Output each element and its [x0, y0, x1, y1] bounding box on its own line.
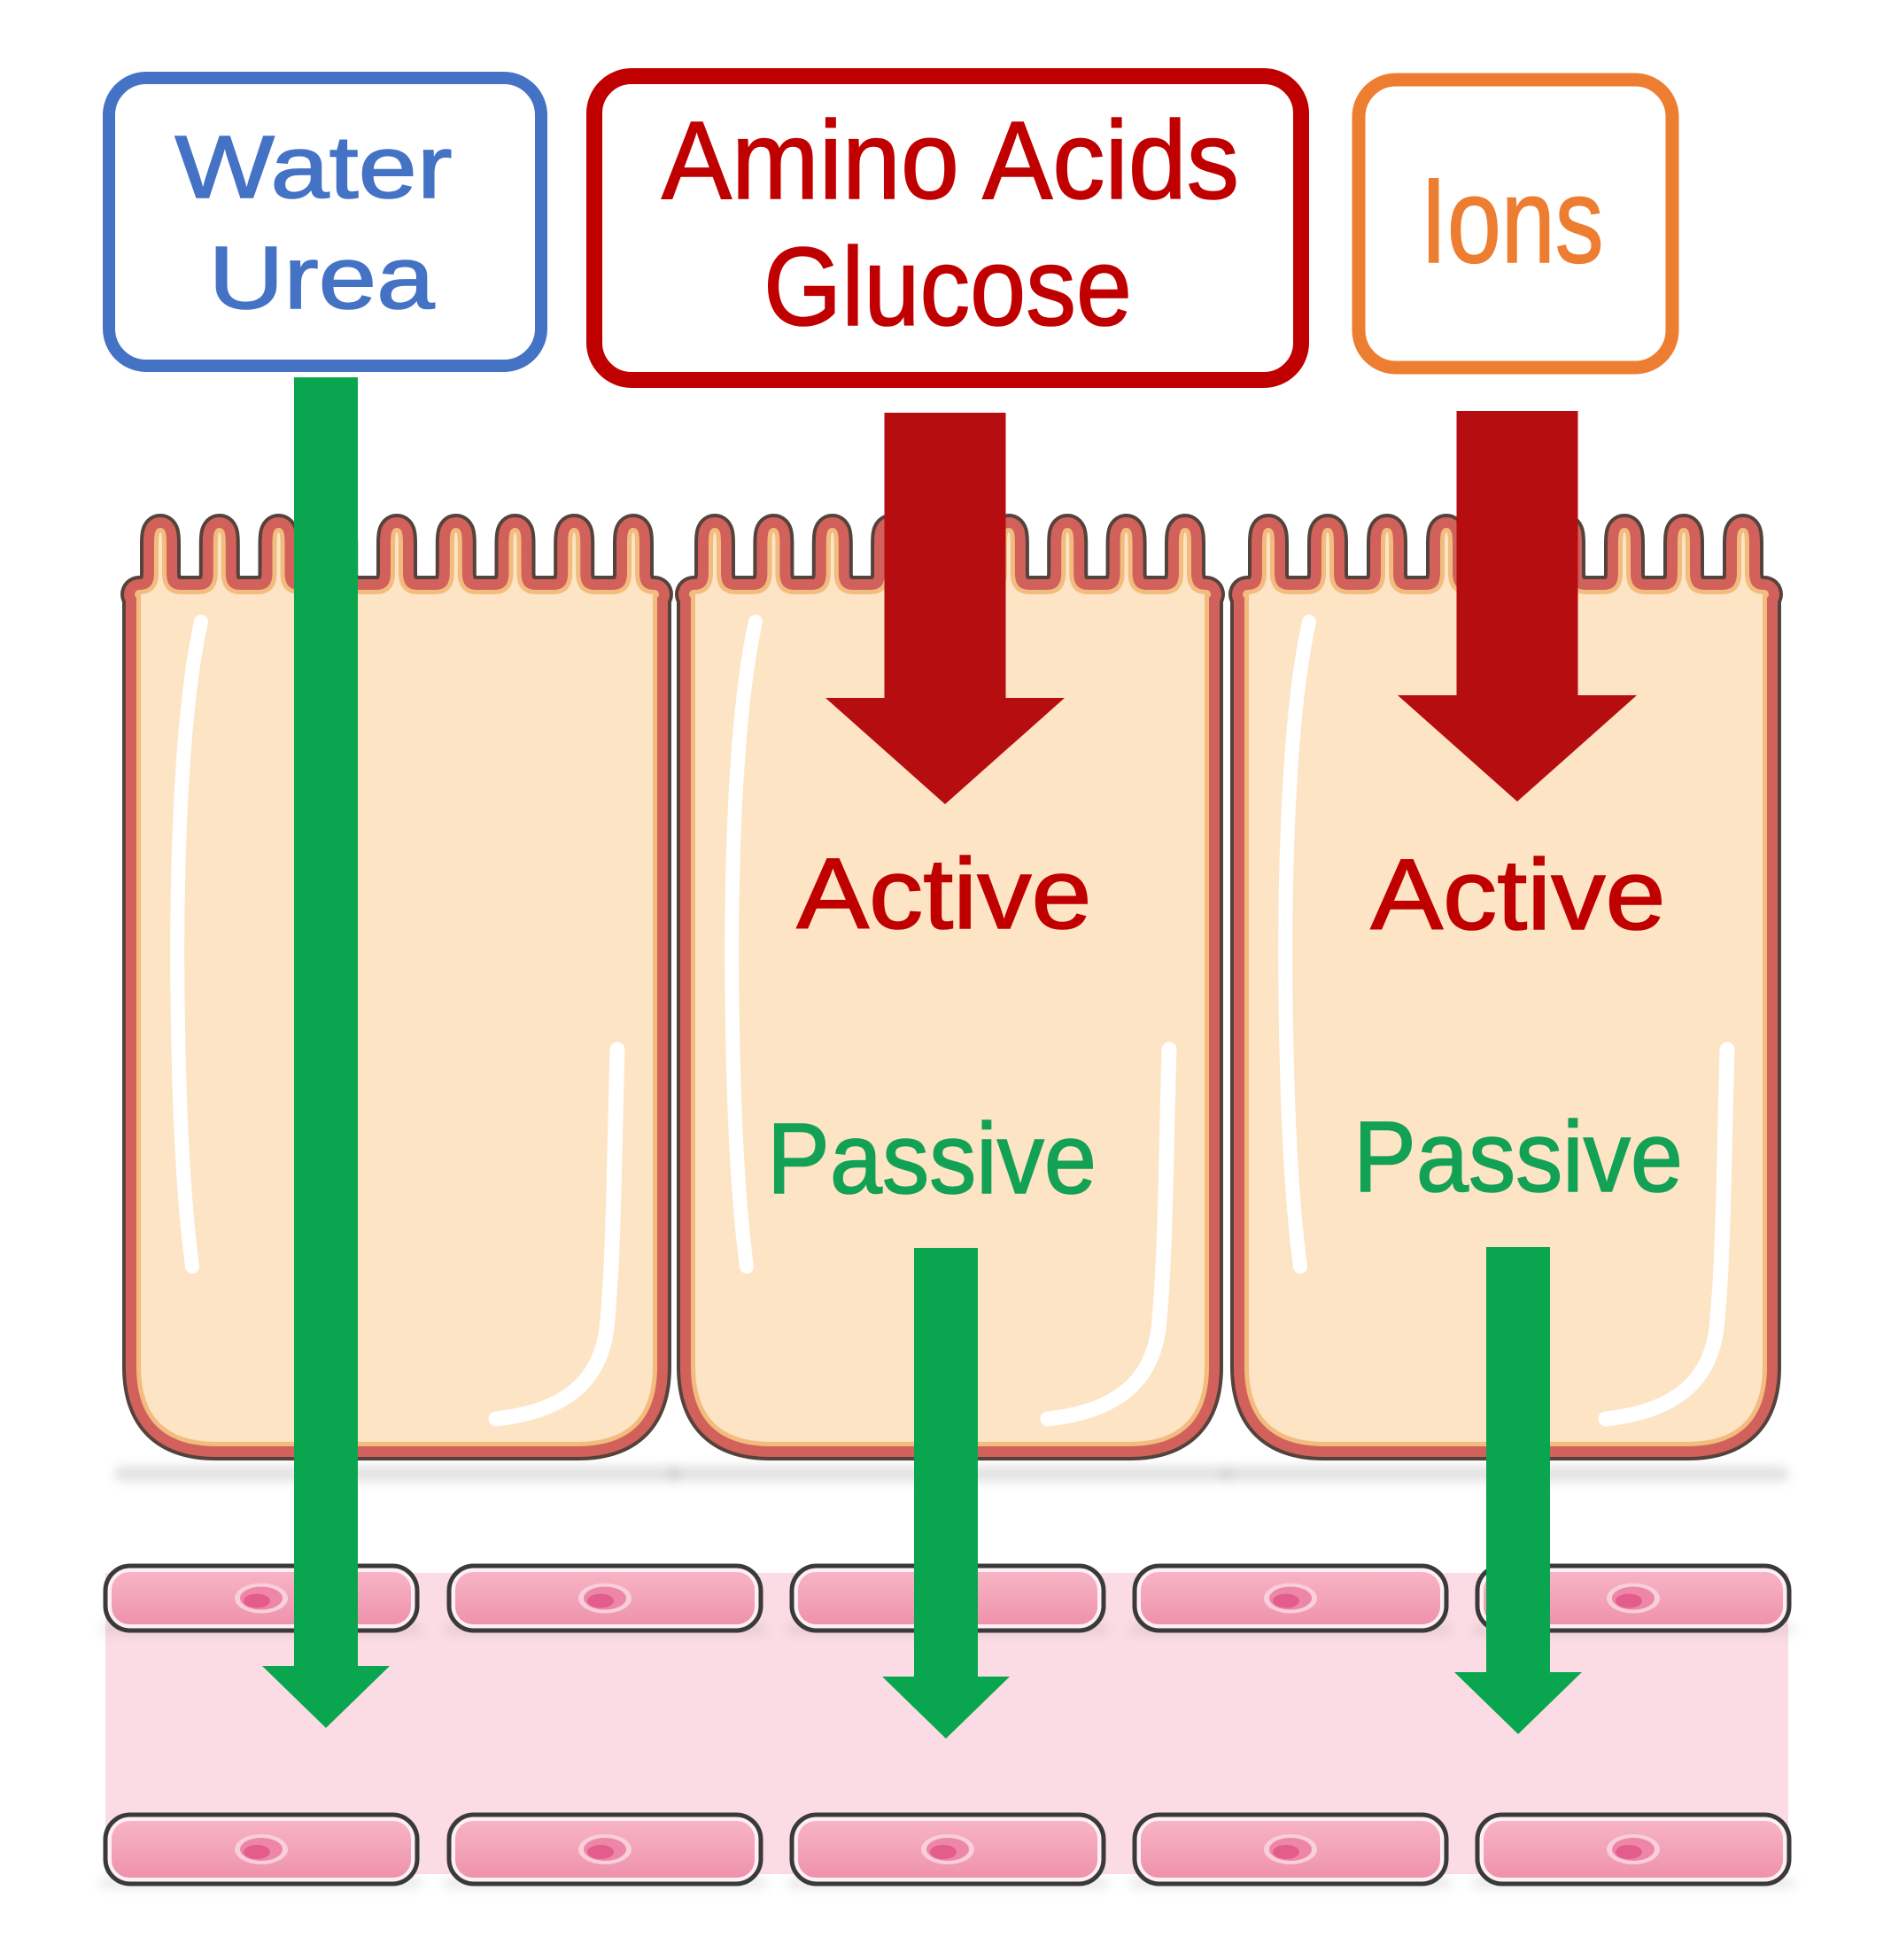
svg-text:Urea: Urea — [209, 229, 435, 328]
svg-text:Passive: Passive — [767, 1103, 1097, 1214]
svg-text:Water: Water — [175, 118, 453, 217]
svg-text:Amino Acids: Amino Acids — [662, 99, 1239, 222]
svg-text:Passive: Passive — [1353, 1101, 1683, 1212]
svg-text:Active: Active — [1371, 839, 1666, 950]
svg-text:Ions: Ions — [1421, 153, 1604, 289]
svg-text:Active: Active — [797, 838, 1092, 949]
svg-text:Glucose: Glucose — [763, 226, 1132, 349]
